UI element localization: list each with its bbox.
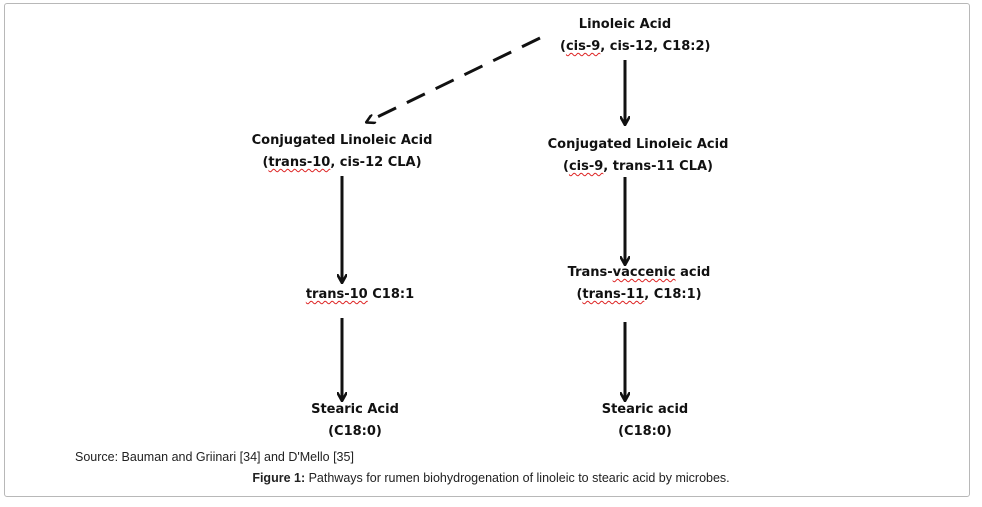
figure-caption-text: Pathways for rumen biohydrogenation of l… xyxy=(305,471,730,485)
node-cla-left-title: Conjugated Linoleic Acid xyxy=(251,133,433,148)
node-cla-cis9-trans11: Conjugated Linoleic Acid (cis-9, trans-1… xyxy=(546,134,730,178)
node-stearic-left-title: Stearic Acid xyxy=(311,402,399,417)
figure-frame xyxy=(4,3,970,497)
node-stearic-left-subtitle: (C18:0) xyxy=(328,424,382,439)
node-stearic-acid-right: Stearic acid (C18:0) xyxy=(590,399,700,443)
figure-caption: Figure 1: Pathways for rumen biohydrogen… xyxy=(0,471,982,485)
node-stearic-right-title: Stearic acid xyxy=(601,402,689,417)
node-linoleic-title: Linoleic Acid xyxy=(578,17,672,32)
node-cla-right-title: Conjugated Linoleic Acid xyxy=(547,137,729,152)
node-stearic-acid-left: Stearic Acid (C18:0) xyxy=(300,399,410,443)
source-note: Source: Bauman and Griinari [34] and D'M… xyxy=(75,450,354,464)
node-stearic-right-subtitle: (C18:0) xyxy=(618,424,672,439)
node-trans10-label: trans-10 C18:1 xyxy=(305,287,415,302)
node-linoleic-subtitle: (cis-9, cis-12, C18:2) xyxy=(560,39,711,54)
figure-caption-label: Figure 1: xyxy=(252,471,306,485)
node-cla-trans10-cis12: Conjugated Linoleic Acid (trans-10, cis-… xyxy=(250,130,434,174)
node-vaccenic-title: Trans-vaccenic acid xyxy=(567,265,711,280)
node-trans-vaccenic-acid: Trans-vaccenic acid (trans-11, C18:1) xyxy=(564,262,714,306)
node-cla-right-subtitle: (cis-9, trans-11 CLA) xyxy=(563,159,713,174)
node-linoleic-acid: Linoleic Acid (cis-9, cis-12, C18:2) xyxy=(560,14,711,58)
node-vaccenic-subtitle: (trans-11, C18:1) xyxy=(576,287,702,302)
node-cla-left-subtitle: (trans-10, cis-12 CLA) xyxy=(262,155,422,170)
node-trans10-c18-1: trans-10 C18:1 xyxy=(300,284,420,306)
arrow-linoleic-to-cla-left xyxy=(367,36,541,122)
